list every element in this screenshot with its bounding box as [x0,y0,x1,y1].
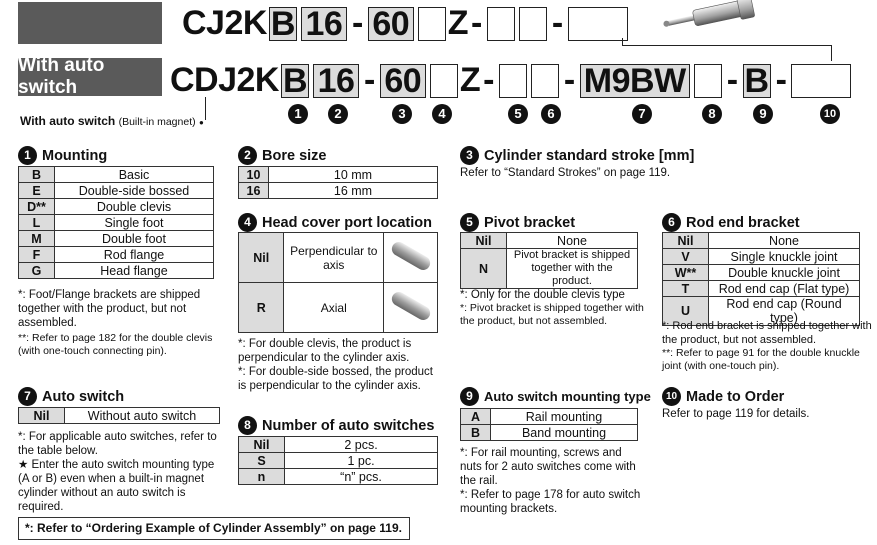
mounting-notes: *: Foot/Flange brackets are shipped toge… [18,289,213,357]
port-rod-image-1 [383,232,438,283]
model1-box-port [417,6,446,41]
header-number-7: 7 [632,104,652,124]
cylinder-illustration [663,0,755,27]
model1-box-pivot [486,6,515,41]
with-auto-switch-note: With auto switch (Built-in magnet) ● [20,114,204,128]
section-port-title: 4 Head cover port location [238,213,432,232]
model2-box-rodend [530,63,559,98]
model2-box-mounting: B [280,61,309,100]
model2-box-stroke: 60 [379,63,426,98]
model1-box-made [567,6,628,41]
lead-line-v1 [622,38,623,46]
model2-box-numswitch [693,63,722,98]
model2-box-port [429,63,458,98]
header-number-6: 6 [541,104,561,124]
port-table: Nil Perpendicular to axis R Axial [237,232,438,333]
made-note: Refer to page 119 for details. [662,408,810,420]
lead-line-h [622,45,832,46]
model2-box-pivot [498,63,527,98]
section-bore-title: 2 Bore size [238,146,326,165]
header-number-8: 8 [702,104,722,124]
model2-box-mounttype: B [742,61,771,100]
model1-z: Z [447,4,469,42]
section-made-title: 10 Made to Order [662,387,784,406]
header-number-9: 9 [753,104,773,124]
footer-note: *: Refer to “Ordering Example of Cylinde… [18,517,410,540]
section-mounttype-title: 9 Auto switch mounting type [460,387,651,406]
section-autoswitch-title: 7 Auto switch [18,387,124,406]
mounttype-notes: *: For rail mounting, screws and nuts fo… [460,447,641,515]
section-rodend-title: 6 Rod end bracket [662,213,800,232]
model1-box-stroke: 60 [367,6,414,41]
header-number-2: 2 [328,104,348,124]
with-auto-switch-note-bold: With auto switch [20,114,116,128]
section-numswitch-title: 8 Number of auto switches [238,416,434,435]
model2-prefix: CDJ2K [170,61,279,99]
header-number-3: 3 [392,104,412,124]
section-mounting-title: 1 Mounting [18,146,107,165]
model1-box-mounting: B [268,4,297,43]
model1-prefix: CJ2K [182,4,267,42]
model1-box-rodend [518,6,547,41]
model2-box-made [791,63,852,98]
header-number-4: 4 [432,104,452,124]
model2-z: Z [459,61,481,99]
section-stroke-title: 3 Cylinder standard stroke [mm] [460,146,694,165]
autoswitch-notes: *: For applicable auto switches, refer t… [18,431,217,513]
model2-box-autoswitch: M9BW [579,63,690,98]
port-notes: *: For double clevis, the product is per… [238,338,433,392]
pivot-notes: *: Only for the double clevis type *: Pi… [460,289,644,327]
rodend-notes: *: Rod end bracket is shipped together w… [662,320,872,372]
lead-line-magnet [205,97,206,120]
section-pivot-title: 5 Pivot bracket [460,213,575,232]
lead-line-v2 [831,45,832,61]
stroke-note: Refer to “Standard Strokes” on page 119. [460,167,671,179]
model2-box-bore: 16 [312,63,359,98]
model-code-row-2: CDJ2K B 16 - 60 Z - - M9BW - B - [170,61,853,100]
header-number-5: 5 [508,104,528,124]
model1-box-bore: 16 [300,6,347,41]
auto-switch-label: With auto switch [18,55,162,98]
header-number-10: 10 [820,104,840,124]
header-grey-block [18,2,162,44]
with-auto-switch-note-sub: (Built-in magnet) [118,116,196,128]
port-rod-image-2 [383,282,438,333]
header-number-1: 1 [288,104,308,124]
model-code-row-1: CJ2K B 16 - 60 Z - - [182,4,630,43]
